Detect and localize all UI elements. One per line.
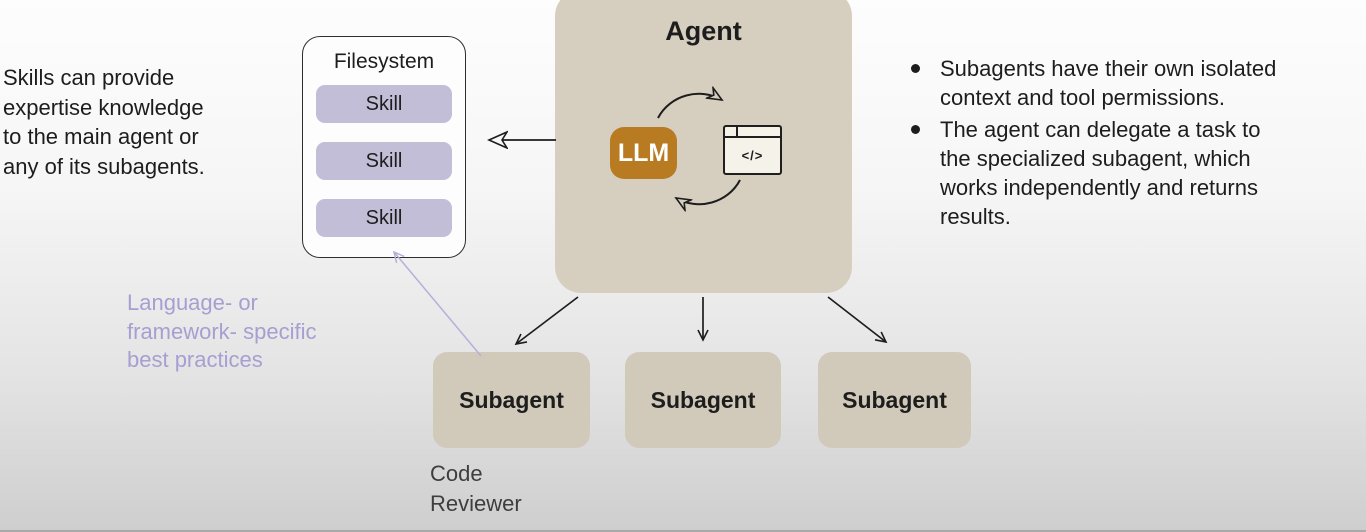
filesystem-title: Filesystem: [333, 50, 435, 73]
bullet-icon: [911, 64, 920, 73]
subagent-to-skill-arrow: [392, 250, 482, 357]
agent-to-subagent3-arrow: [827, 296, 888, 344]
list-item: Subagents have their own isolated contex…: [908, 54, 1338, 112]
skill-pill: Skill: [316, 85, 452, 123]
code-window-topbar-cell: [725, 127, 738, 136]
subagent-notes-list: Subagents have their own isolated contex…: [908, 54, 1338, 234]
skills-note-text: Skills can provide expertise knowledge t…: [3, 65, 205, 179]
code-window-icon: </>: [723, 125, 782, 175]
subagent-box-2: Subagent: [625, 352, 781, 448]
code-window-topbar: [725, 127, 780, 138]
skill-pill: Skill: [316, 199, 452, 237]
llm-chip: LLM: [610, 127, 677, 179]
agent-to-subagent1-arrow: [514, 296, 579, 346]
bullet-text: Subagents have their own isolated contex…: [940, 56, 1277, 110]
best-practices-note: Language- or framework- specific best pr…: [127, 290, 317, 372]
bottom-edge-line: [0, 530, 1366, 532]
subagent-box-1: Subagent: [433, 352, 590, 448]
list-item: The agent can delegate a task to the spe…: [908, 115, 1338, 231]
filesystem-box: Filesystem Skill Skill Skill: [302, 36, 466, 258]
code-reviewer-caption: Code Reviewer: [430, 461, 522, 516]
agent-box: Agent LLM </>: [555, 0, 852, 293]
bullet-icon: [911, 125, 920, 134]
agent-title: Agent: [665, 16, 742, 46]
skill-pill: Skill: [316, 142, 452, 180]
bullet-text: The agent can delegate a task to the spe…: [940, 117, 1261, 229]
code-glyph: </>: [741, 147, 764, 163]
subagent-box-3: Subagent: [818, 352, 971, 448]
